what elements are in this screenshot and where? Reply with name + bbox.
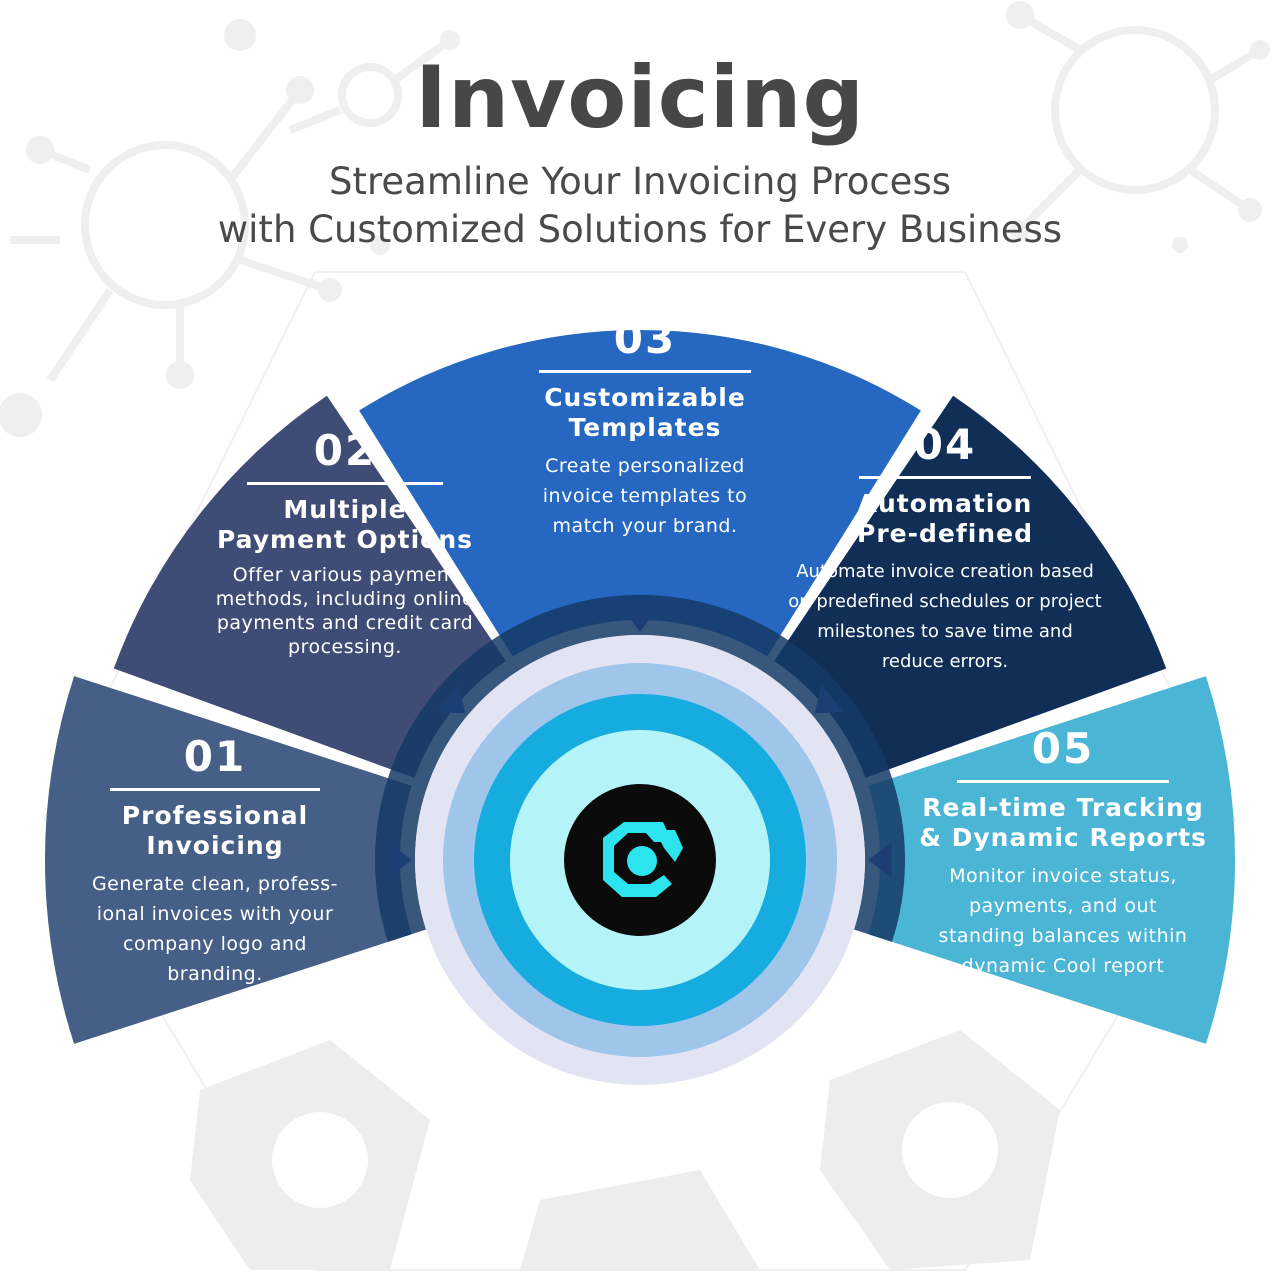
page-subtitle: Streamline Your Invoicing Process with C…: [0, 158, 1280, 254]
segment-04-number: 04: [913, 420, 977, 469]
segment-05-number: 05: [1031, 724, 1095, 773]
segment-01-text: 01 Professional Invoicing Generate clean…: [80, 732, 350, 989]
pointer-triangle-1: [388, 842, 412, 878]
segment-03-heading-2: Templates: [568, 413, 722, 442]
segment-04-description: Automate invoice creation based on prede…: [788, 561, 1102, 672]
segment-01-divider: [110, 788, 320, 791]
segment-05-text: 05 Real-time Tracking & Dynamic Reports …: [908, 724, 1218, 981]
pointer-triangle-5: [868, 842, 892, 878]
page-title: Invoicing: [414, 48, 866, 148]
segment-05-description: Monitor invoice status, payments, and ou…: [938, 865, 1188, 977]
segment-04-heading-2: Pre-defined: [857, 519, 1033, 548]
segment-01-heading-1: Professional: [121, 801, 309, 830]
segment-02-heading-2: Payment Options: [216, 525, 474, 554]
segment-02-divider: [247, 482, 443, 485]
segment-02-shape: [113, 395, 506, 778]
segment-03-heading-1: Customizable: [544, 383, 746, 412]
segment-04-heading-1: Automation: [857, 489, 1033, 518]
pointer-triangle-4: [814, 684, 844, 714]
deco-circle-left: [81, 141, 249, 309]
segment-04-text: 04 Automation Pre-defined Automate invoi…: [780, 420, 1110, 677]
segment-01-number: 01: [183, 732, 247, 781]
subtitle-line-2: with Customized Solutions for Every Busi…: [217, 208, 1063, 251]
segment-05-shape: [868, 676, 1236, 1044]
segment-05-heading-2: & Dynamic Reports: [919, 823, 1207, 852]
segment-04-divider: [859, 476, 1031, 479]
segment-03-divider: [539, 370, 751, 373]
segment-02-number: 02: [313, 426, 377, 475]
segment-02-heading-1: Multiple: [283, 495, 407, 524]
segment-04-shape: [774, 395, 1167, 778]
segment-02-description: Offer various payment methods, including…: [215, 564, 475, 658]
segment-05-heading-1: Real-time Tracking: [922, 793, 1204, 822]
segment-03-description: Create personalized invoice templates to…: [542, 455, 748, 537]
segment-02-text: 02 Multiple Payment Options Offer variou…: [200, 426, 490, 659]
hexagon-logo-icon: [603, 822, 683, 897]
segment-03-shape: [359, 329, 921, 657]
segment-01-shape: [44, 676, 412, 1044]
subtitle-line-1: Streamline Your Invoicing Process: [328, 160, 951, 203]
segment-01-heading-2: Invoicing: [146, 831, 284, 860]
pointer-triangle-3: [622, 608, 658, 632]
segment-03-number: 03: [613, 314, 677, 363]
deco-circle-right: [1051, 26, 1219, 194]
segment-03-text: 03 Customizable Templates Create persona…: [505, 314, 785, 541]
pointer-triangle-2: [436, 684, 466, 714]
segment-05-divider: [957, 780, 1169, 783]
segment-01-description: Generate clean, profess- ional invoices …: [91, 873, 339, 985]
